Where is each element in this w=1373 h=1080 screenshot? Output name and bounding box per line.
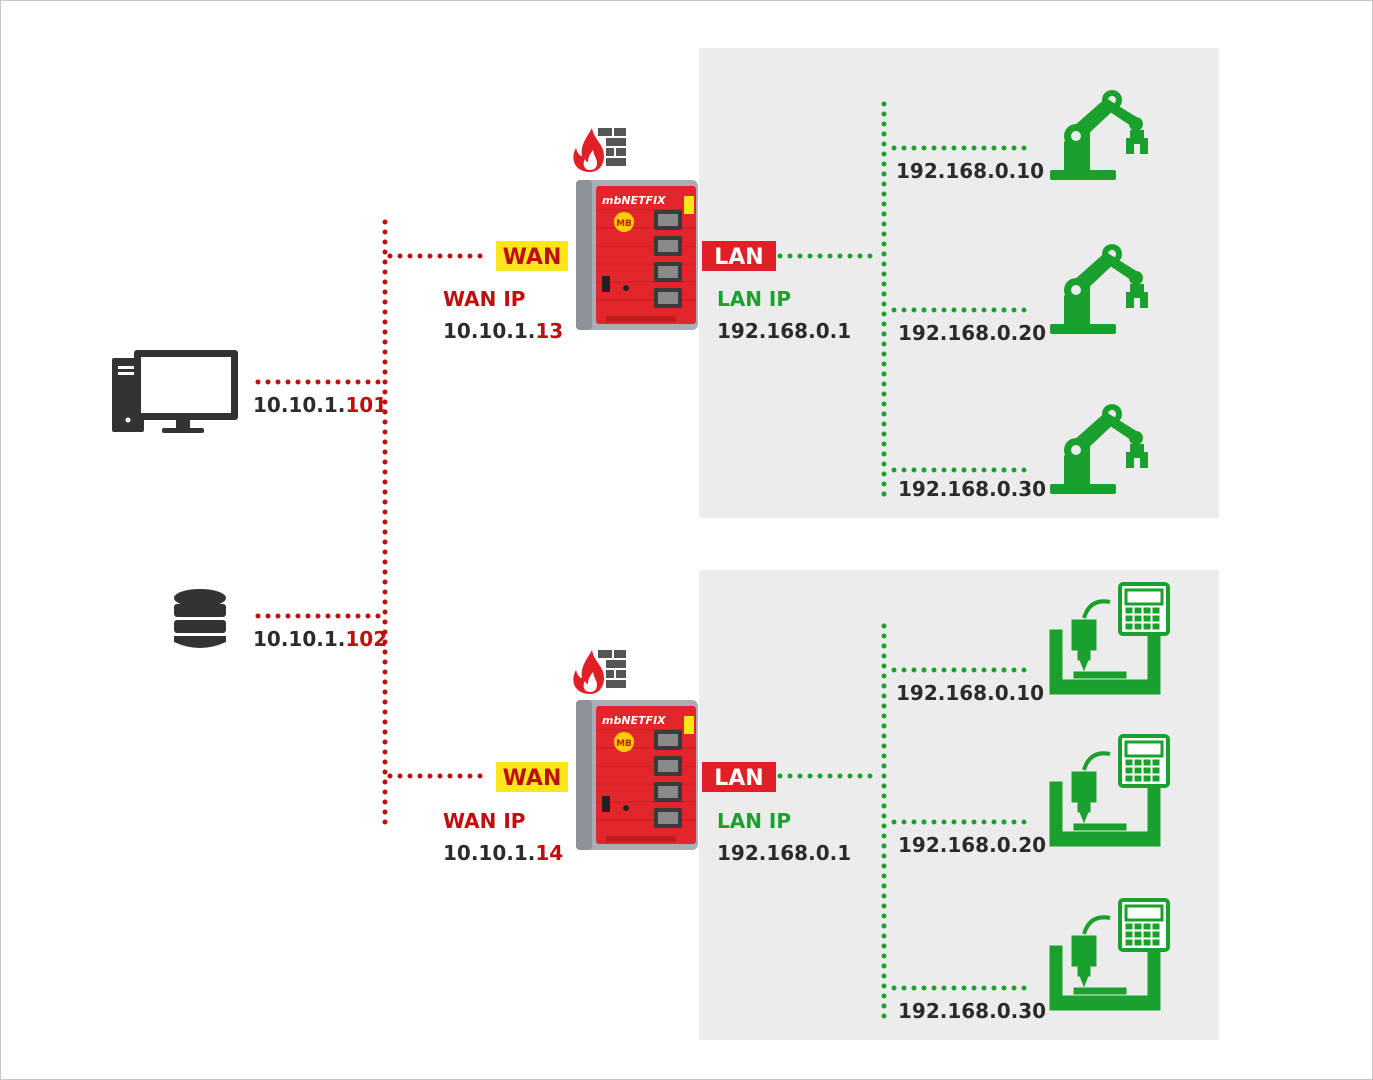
lan-tag (702, 241, 776, 271)
host-ip-prefix: 10.10.1. (253, 393, 345, 417)
wan-ip-label: WAN IP (443, 287, 525, 311)
device-badge: MB (616, 219, 632, 229)
wan-ip: 10.10.1.13 (443, 319, 563, 343)
mbnetfix-device: mbNETFIX MB (575, 699, 699, 851)
lan-tag (702, 762, 776, 792)
wan-tag (496, 241, 568, 271)
device-ip: 192.168.0.10 (896, 159, 1044, 183)
host-ip-suffix: 101 (345, 393, 387, 417)
device-ip: 192.168.0.20 (898, 321, 1046, 345)
wan-tag (496, 762, 568, 792)
host-ip-label: 10.10.1.102 (253, 627, 387, 651)
device-badge: MB (616, 739, 632, 749)
wan-ip-prefix: 10.10.1. (443, 319, 535, 343)
desktop-computer-icon (112, 350, 238, 433)
wan-ip-suffix: 14 (535, 841, 563, 865)
wan-ip-label: WAN IP (443, 809, 525, 833)
wan-tag-label: WAN (503, 766, 562, 791)
device-label: mbNETFIX (602, 194, 666, 207)
lan-ip: 192.168.0.1 (717, 319, 851, 343)
device-ip: 192.168.0.10 (896, 681, 1044, 705)
device-ip: 192.168.0.30 (898, 477, 1046, 501)
lan-panel-bottom (699, 570, 1219, 1040)
mbnetfix-device: mbNETFIX MB (575, 179, 699, 331)
lan-ip-label: LAN IP (717, 287, 791, 311)
device-ip: 192.168.0.20 (898, 833, 1046, 857)
lan-ip: 192.168.0.1 (717, 841, 851, 865)
firewall-icon (573, 128, 626, 172)
host-ip-prefix: 10.10.1. (253, 627, 345, 651)
firewall-1: mbNETFIX MB WAN LAN WAN IP 10.10.1.13 LA… (443, 128, 851, 343)
host-ip-label: 10.10.1.101 (253, 393, 387, 417)
wan-tag-label: WAN (503, 245, 562, 270)
host-ip-suffix: 102 (345, 627, 387, 651)
wan-links (255, 219, 493, 835)
firewall-icon (573, 650, 626, 694)
lan-tag-label: LAN (714, 245, 763, 270)
device-label: mbNETFIX (602, 714, 666, 727)
database-icon (174, 589, 226, 648)
firewall-2: mbNETFIX MB WAN LAN WAN IP 10.10.1.14 LA… (443, 650, 851, 865)
lan-links (777, 101, 1033, 1029)
wan-ip: 10.10.1.14 (443, 841, 563, 865)
device-ip: 192.168.0.30 (898, 999, 1046, 1023)
wan-ip-suffix: 13 (535, 319, 563, 343)
lan-tag-label: LAN (714, 766, 763, 791)
wan-ip-prefix: 10.10.1. (443, 841, 535, 865)
lan-ip-label: LAN IP (717, 809, 791, 833)
